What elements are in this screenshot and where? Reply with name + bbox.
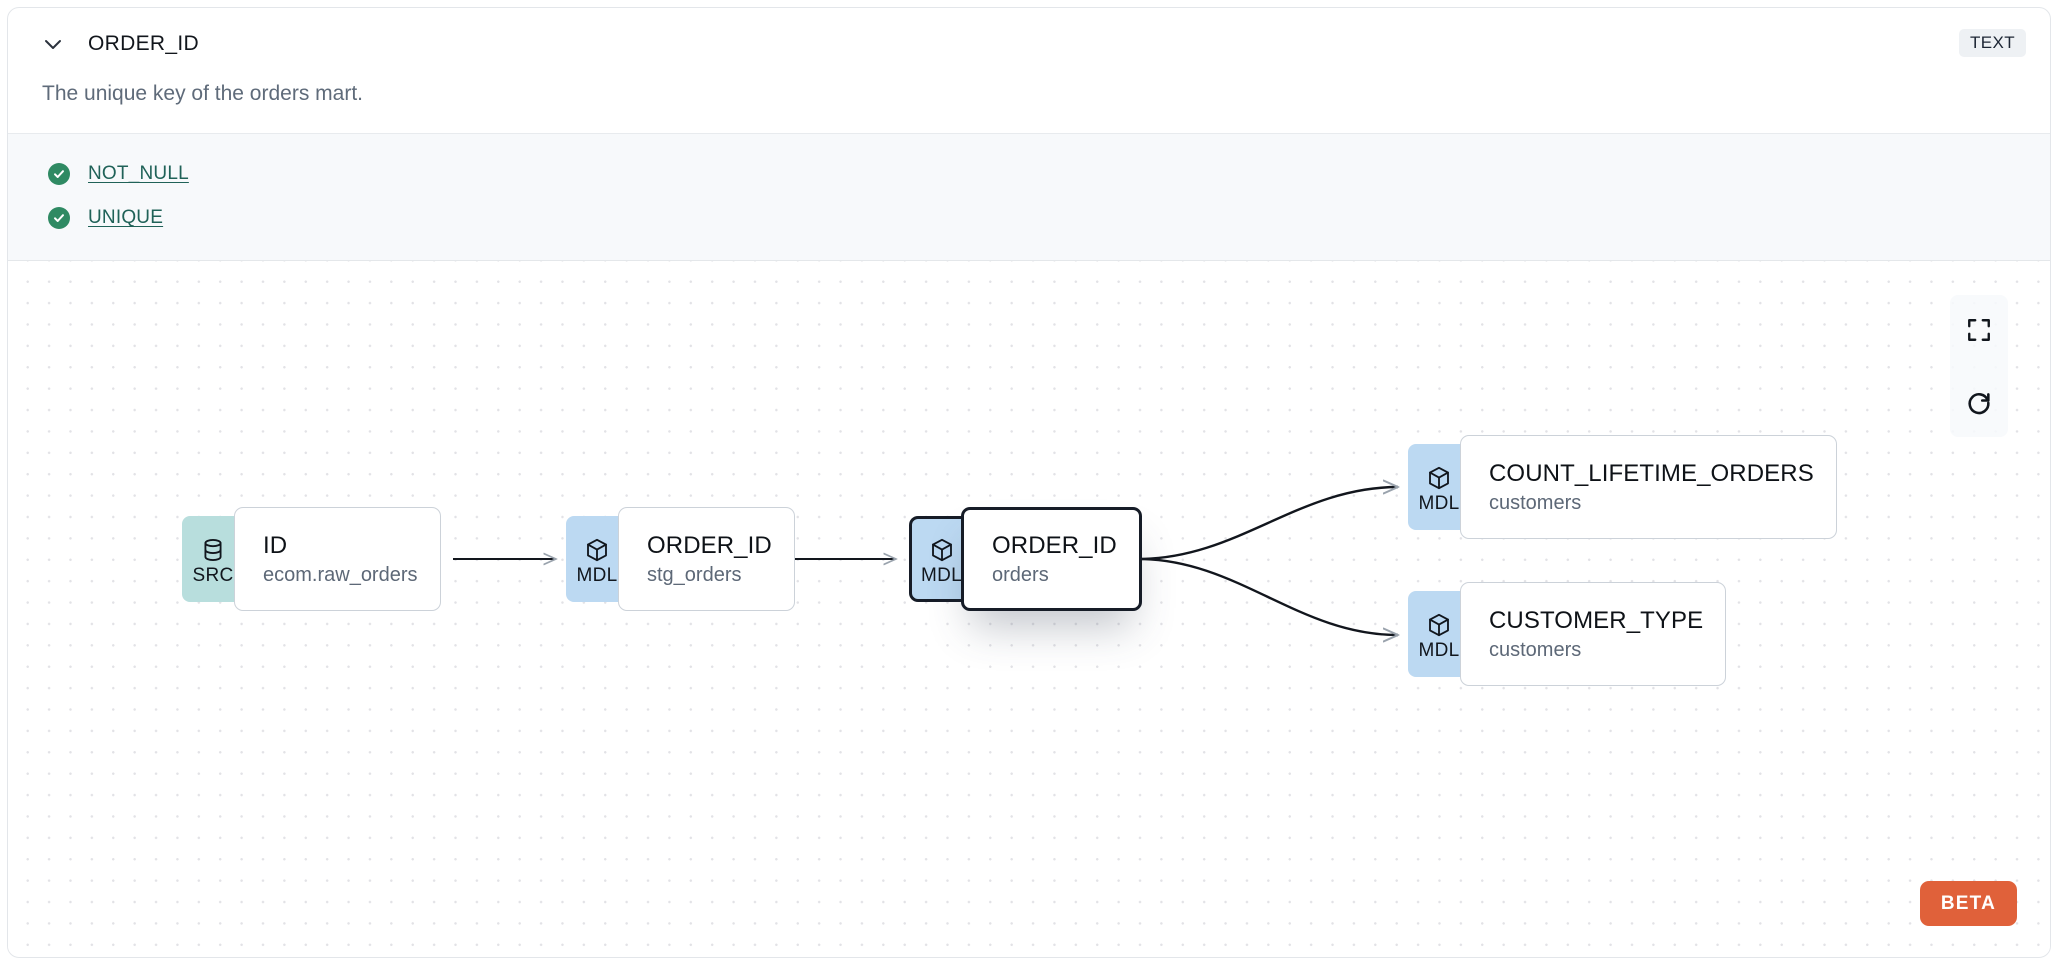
cube-icon — [931, 539, 952, 562]
node-column-name: COUNT_LIFETIME_ORDERS — [1489, 460, 1814, 487]
mdl-badge: MDL — [566, 516, 628, 603]
mdl-badge-label: MDL — [920, 565, 962, 587]
node-body: COUNT_LIFETIME_ORDERS customers — [1460, 435, 1837, 540]
node-body: ORDER_ID stg_orders — [618, 507, 795, 612]
mdl-badge: MDL — [909, 516, 971, 603]
node-column-name: ORDER_ID — [647, 532, 772, 559]
mdl-badge-label: MDL — [1418, 640, 1460, 662]
lineage-node-mdl-orders-selected[interactable]: MDL ORDER_ID orders — [909, 507, 1142, 612]
test-row: UNIQUE — [48, 196, 2020, 240]
test-link-unique[interactable]: UNIQUE — [88, 207, 164, 229]
edge-orders-to-count-lifetime — [1137, 487, 1398, 561]
lineage-node-src-id[interactable]: SRC ID ecom.raw_orders — [182, 507, 441, 612]
node-source-name: orders — [992, 563, 1049, 586]
node-source-name: customers — [1489, 491, 1582, 514]
lineage-node-mdl-stg-orders[interactable]: MDL ORDER_ID stg_orders — [566, 507, 795, 612]
column-description: The unique key of the orders mart. — [42, 82, 363, 105]
node-column-name: CUSTOMER_TYPE — [1489, 607, 1704, 634]
canvas-controls — [1950, 295, 2008, 438]
mdl-badge: MDL — [1408, 591, 1470, 678]
node-source-name: ecom.raw_orders — [263, 563, 418, 586]
tests-section: NOT_NULL UNIQUE — [8, 133, 2050, 262]
column-detail-card: ORDER_ID TEXT The unique key of the orde… — [7, 7, 2051, 958]
column-type-badge: TEXT — [1958, 29, 2026, 57]
reset-button[interactable] — [1950, 367, 2008, 437]
node-column-name: ID — [263, 532, 288, 559]
node-column-name: ORDER_ID — [992, 532, 1117, 559]
node-source-name: stg_orders — [647, 563, 742, 586]
check-circle-icon — [48, 163, 70, 186]
node-body: CUSTOMER_TYPE customers — [1460, 582, 1727, 687]
edge-orders-to-customer-type — [1137, 558, 1398, 635]
beta-badge[interactable]: BETA — [1919, 881, 2017, 927]
fullscreen-icon — [1968, 319, 1990, 342]
lineage-node-mdl-customer-type[interactable]: MDL CUSTOMER_TYPE customers — [1408, 582, 1727, 687]
cube-icon — [1429, 467, 1449, 490]
mdl-badge-label: MDL — [1418, 493, 1460, 515]
mdl-badge-label: MDL — [576, 565, 618, 587]
page-title: ORDER_ID — [88, 32, 199, 55]
node-source-name: customers — [1489, 638, 1582, 661]
check-circle-icon — [48, 207, 70, 230]
cube-icon — [587, 539, 607, 562]
database-icon — [204, 539, 222, 562]
column-header: ORDER_ID TEXT — [8, 8, 2050, 80]
src-badge: SRC — [182, 516, 244, 603]
node-body: ID ecom.raw_orders — [234, 507, 441, 612]
chevron-down-icon[interactable] — [38, 29, 68, 59]
src-badge-label: SRC — [192, 565, 234, 587]
test-row: NOT_NULL — [48, 152, 2020, 196]
lineage-node-mdl-count-lifetime-orders[interactable]: MDL COUNT_LIFETIME_ORDERS customers — [1408, 435, 1837, 540]
mdl-badge: MDL — [1408, 444, 1470, 531]
refresh-icon — [1968, 393, 1990, 415]
node-body: ORDER_ID orders — [961, 507, 1142, 612]
test-link-not-null[interactable]: NOT_NULL — [88, 163, 189, 185]
fit-view-button[interactable] — [1950, 295, 2008, 365]
lineage-canvas[interactable]: SRC ID ecom.raw_orders MDL — [8, 261, 2050, 954]
cube-icon — [1429, 614, 1449, 637]
